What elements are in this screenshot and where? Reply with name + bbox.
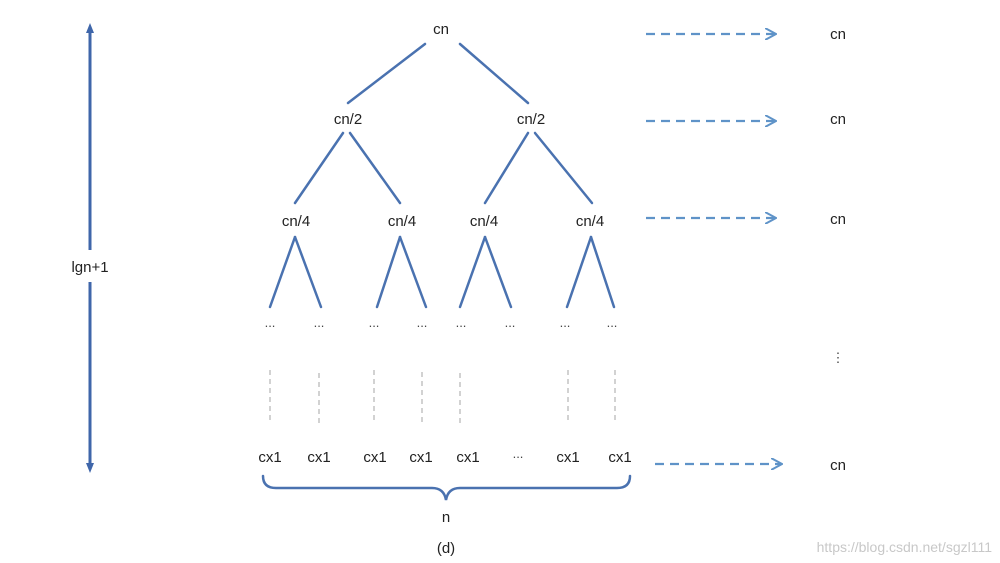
node-root: cn (433, 21, 449, 38)
edge-l2c-right (483, 235, 513, 309)
cost-ellipsis: ⋮ (832, 350, 845, 365)
edge-l2d-left (565, 235, 593, 309)
node-l2: cn/4 (576, 213, 604, 230)
figure-caption: (d) (437, 540, 455, 557)
node-l3: ... (607, 315, 618, 330)
edge-root-right (458, 42, 530, 105)
edge-l2b-left (375, 235, 402, 309)
level-cost: cn (830, 111, 846, 128)
edge-l1a-left (293, 131, 345, 205)
node-l3: ... (505, 315, 516, 330)
level-cost: cn (830, 457, 846, 474)
leaf-node: cx1 (456, 449, 479, 466)
height-label: lgn+1 (71, 259, 108, 276)
level-cost-arrows (646, 34, 781, 464)
edge-l2c-left (458, 235, 487, 309)
leaf-node: cx1 (307, 449, 330, 466)
watermark: https://blog.csdn.net/sgzl111 (817, 539, 993, 555)
leaf-node: ... (513, 446, 524, 461)
node-l3: ... (265, 315, 276, 330)
brace-label: n (442, 509, 450, 526)
edge-root-left (346, 42, 427, 105)
level-cost: cn (830, 211, 846, 228)
depth-guides (269, 370, 616, 425)
node-l1: cn/2 (517, 111, 545, 128)
node-l3: ... (314, 315, 325, 330)
edge-l2a-right (293, 235, 323, 309)
leaf-node: cx1 (409, 449, 432, 466)
leaf-node: cx1 (556, 449, 579, 466)
node-l1: cn/2 (334, 111, 362, 128)
edge-l2d-right (589, 235, 616, 309)
edge-l1b-left (483, 131, 530, 205)
leaf-node: cx1 (363, 449, 386, 466)
leaf-count-brace (261, 474, 632, 501)
node-l2: cn/4 (388, 213, 416, 230)
node-l3: ... (417, 315, 428, 330)
leaf-node: cx1 (608, 449, 631, 466)
edge-l2a-left (268, 235, 297, 309)
edge-l1a-right (348, 131, 402, 205)
leaf-node: cx1 (258, 449, 281, 466)
node-l3: ... (456, 315, 467, 330)
edge-l1b-right (533, 131, 594, 205)
node-l2: cn/4 (282, 213, 310, 230)
tree-edges (268, 42, 616, 309)
level-cost: cn (830, 26, 846, 43)
node-l2: cn/4 (470, 213, 498, 230)
node-l3: ... (369, 315, 380, 330)
edge-l2b-right (398, 235, 428, 309)
node-l3: ... (560, 315, 571, 330)
